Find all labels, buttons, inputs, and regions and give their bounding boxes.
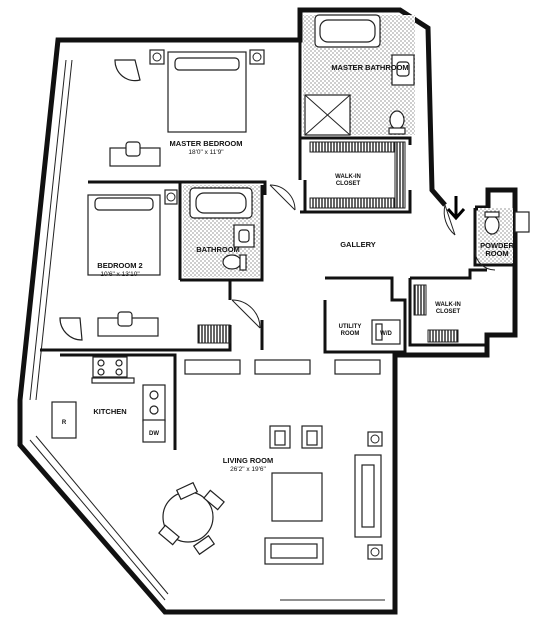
gallery-closet-label-1: WALK-IN (435, 302, 461, 308)
master-closet-label-1: WALK-IN (335, 174, 361, 180)
master-closet-label-2: CLOSET (336, 181, 361, 187)
gallery-closet-label-2: CLOSET (436, 309, 461, 315)
living-room-furniture (158, 425, 383, 565)
coffee-table (271, 472, 323, 522)
chair (114, 59, 141, 82)
master-bedroom-furniture (109, 49, 296, 211)
bathroom-label: BATHROOM (196, 245, 240, 254)
bedroom2-label: BEDROOM 2 (97, 261, 142, 270)
washer-dryer-label: W/D (380, 331, 392, 337)
bedroom2-furniture (59, 189, 231, 344)
sink (514, 211, 530, 233)
nightstand (149, 49, 165, 65)
bathroom-fixtures (183, 185, 261, 329)
kitchen-fixtures (51, 356, 381, 443)
dishwasher (142, 419, 166, 443)
toilet (389, 110, 405, 130)
toilet (222, 254, 242, 270)
gallery-label: GALLERY (340, 240, 376, 249)
toilet (484, 215, 500, 235)
powder-room-label-1: POWDER (480, 241, 514, 250)
master-bathroom-fixtures (303, 14, 415, 136)
oven (142, 384, 166, 422)
room-labels: MASTER BEDROOM 18'0" x 11'9" MASTER BATH… (62, 63, 515, 473)
interior-walls (40, 40, 515, 450)
master-bathroom-label: MASTER BATHROOM (331, 63, 408, 72)
refrigerator (51, 401, 77, 439)
dishwasher-label: DW (149, 431, 159, 437)
master-closet-shelving (309, 141, 406, 209)
living-room-dims: 26'2" x 19'6" (230, 466, 266, 473)
powder-room-label-2: ROOM (485, 249, 508, 258)
master-bedroom-dims: 18'0" x 11'9" (188, 149, 224, 156)
living-room-label: LIVING ROOM (223, 456, 273, 465)
gallery-closet (413, 284, 459, 343)
bedroom2-dims: 10'6" x 13'10" (100, 271, 140, 278)
arrow-down-icon (446, 196, 466, 221)
refrigerator-label: R (62, 420, 67, 426)
utility-room-label-1: UTILITY (339, 324, 362, 330)
powder-room-fixtures (443, 204, 530, 271)
utility-fixtures (371, 319, 401, 345)
utility-room-label-2: ROOM (341, 331, 360, 337)
kitchen-label: KITCHEN (93, 407, 126, 416)
master-bedroom-label: MASTER BEDROOM (170, 139, 243, 148)
